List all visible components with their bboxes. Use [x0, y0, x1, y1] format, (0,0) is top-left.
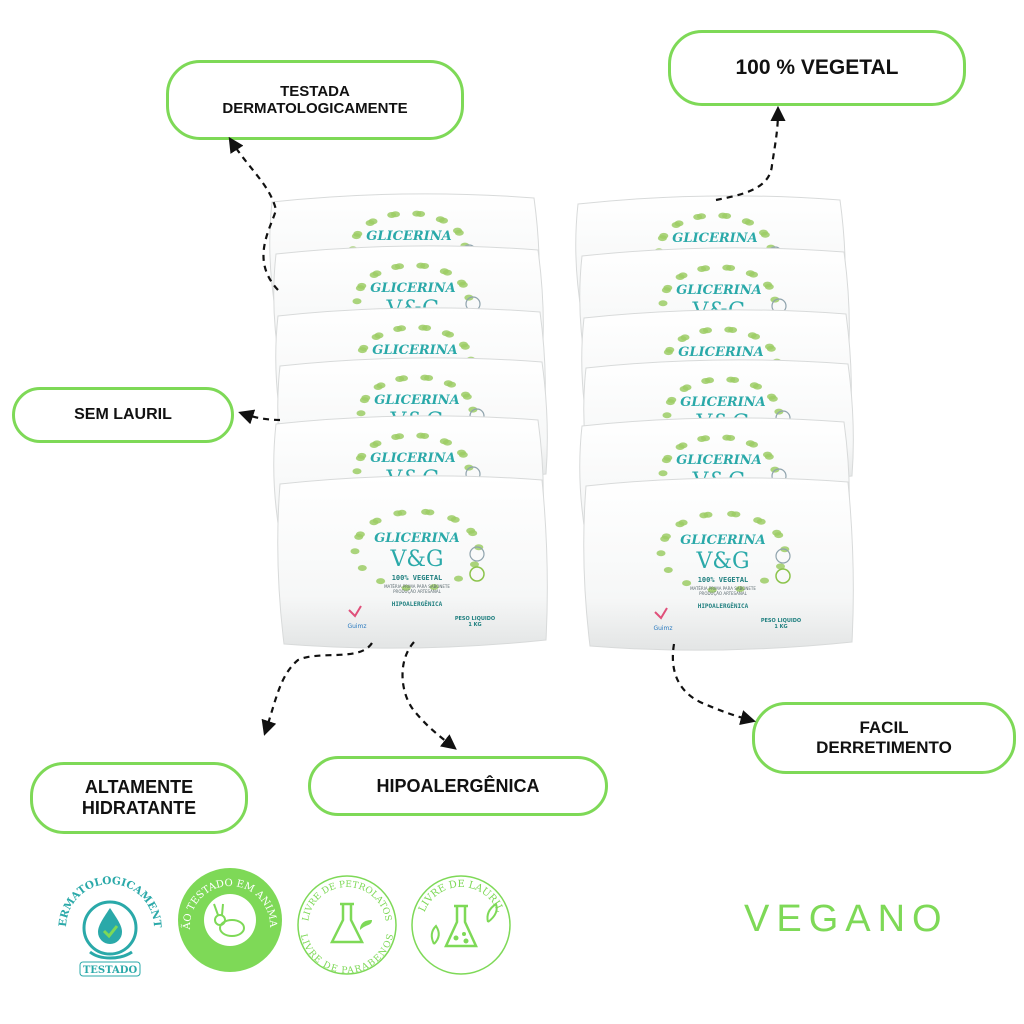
product-brand: GLICERINA: [374, 531, 459, 546]
callout-hipo-text: HIPOALERGÊNICA: [376, 775, 540, 796]
maker-name: Guimz: [653, 625, 672, 632]
arrow-vegetal: [715, 105, 786, 202]
seal-icon: [775, 548, 791, 564]
product-brand: GLICERINA: [680, 395, 765, 410]
product-brand: GLICERINA: [372, 343, 457, 358]
seal-icon: [469, 546, 485, 562]
arrow-hipo: [401, 641, 457, 750]
product-brand: GLICERINA: [678, 345, 763, 360]
product-weight: 1 KG: [468, 622, 481, 628]
vegan-seal-icon: [775, 568, 791, 584]
arrow-sem-lauril: [238, 409, 281, 425]
product-claim: HIPOALERGÊNICA: [392, 600, 443, 608]
svg-text:LIVRE DE PARABENOS: LIVRE DE PARABENOS: [298, 933, 396, 976]
callout-vegetal-text: 100 % VEGETAL: [735, 56, 899, 79]
callout-sem-lauril-text: SEM LAURIL: [74, 406, 172, 423]
product-brand: GLICERINA: [676, 453, 761, 468]
badge-petro-bottom-text: LIVRE DE PARABENOS: [298, 933, 396, 976]
callout-facil-text: FACIL DERRETIMENTO: [816, 718, 952, 757]
petrolatum-free-badge: LIVRE DE PETROLATOS LIVRE DE PARABENOS: [297, 875, 397, 976]
product-tagline: MATÉRIA PRIMA PARA SABONETE: [690, 586, 756, 591]
flask-icon: [329, 902, 365, 944]
callout-facil-derretimento: FACIL DERRETIMENTO: [752, 702, 1016, 774]
leaf-icon: [430, 924, 440, 945]
vegan-seal-icon: [469, 566, 485, 582]
product-weight: PESO LIQUIDO: [761, 618, 801, 624]
product-subtitle: 100% VEGETAL: [698, 576, 749, 584]
product-brand: GLICERINA: [370, 451, 455, 466]
svg-text:LIVRE DE PETROLATOS: LIVRE DE PETROLATOS: [301, 880, 392, 922]
arrow-altamente: [261, 642, 373, 736]
maker-logo-icon: [654, 607, 668, 620]
leaf-icon: [486, 902, 498, 923]
stack-right: GLICERINAV&GGLICERINAV&GGLICERINAV&GGLIC…: [575, 195, 854, 651]
product-claim: HIPOALERGÊNICA: [698, 602, 749, 610]
callout-testada: TESTADA DERMATOLOGICAMENTE: [166, 60, 464, 140]
product-weight: PESO LIQUIDO: [455, 616, 495, 622]
product-tagline: MATÉRIA PRIMA PARA SABONETE: [384, 584, 450, 589]
leaf-icon: [360, 920, 372, 930]
maker-name: Guimz: [347, 623, 366, 630]
product-subtitle: 100% VEGETAL: [392, 574, 443, 582]
callout-altamente-hidratante: ALTAMENTE HIDRATANTE: [30, 762, 248, 834]
product-brand: GLICERINA: [366, 229, 451, 244]
leaf-wreath: [350, 508, 484, 591]
stack-left: GLICERINAV&GGLICERINAV&GGLICERINAV&GGLIC…: [269, 193, 548, 649]
callout-sem-lauril: SEM LAURIL: [12, 387, 234, 443]
lauril-free-badge: LIVRE DE LAURIL: [411, 875, 511, 975]
product-brand: GLICERINA: [680, 533, 765, 548]
product-brand: GLICERINA: [672, 231, 757, 246]
flask-icon: [444, 904, 478, 948]
product-tagline-2: PRODUÇÃO ARTESANAL: [699, 591, 748, 596]
callout-altamente-text: ALTAMENTE HIDRATANTE: [81, 777, 197, 818]
callout-100-vegetal: 100 % VEGETAL: [668, 30, 966, 106]
badge-derm-bottom-text: TESTADO: [83, 965, 138, 976]
callout-hipoalergenica: HIPOALERGÊNICA: [308, 756, 608, 816]
product-weight: 1 KG: [774, 624, 787, 630]
callout-testada-text: TESTADA DERMATOLOGICAMENTE: [222, 83, 408, 117]
dermatologically-tested-badge: DERMATOLOGICAMENTE TESTADO: [52, 870, 163, 977]
not-tested-on-animals-badge: NÃO TESTADO EM ANIMAIS: [176, 866, 282, 972]
product-brand: GLICERINA: [370, 281, 455, 296]
product-brand: GLICERINA: [374, 393, 459, 408]
droplet-icon: [98, 908, 122, 944]
maker-logo-icon: [348, 605, 362, 618]
product-monogram: V&G: [389, 547, 443, 572]
hand-icon: [89, 950, 133, 960]
product-tagline-2: PRODUÇÃO ARTESANAL: [393, 589, 442, 594]
vegano-label: VEGANO: [744, 898, 949, 940]
product-monogram: V&G: [695, 549, 749, 574]
arrow-facil: [671, 643, 756, 726]
badge-petro-top-text: LIVRE DE PETROLATOS: [301, 880, 392, 922]
rabbit-icon: [213, 903, 245, 937]
product-brand: GLICERINA: [676, 283, 761, 298]
